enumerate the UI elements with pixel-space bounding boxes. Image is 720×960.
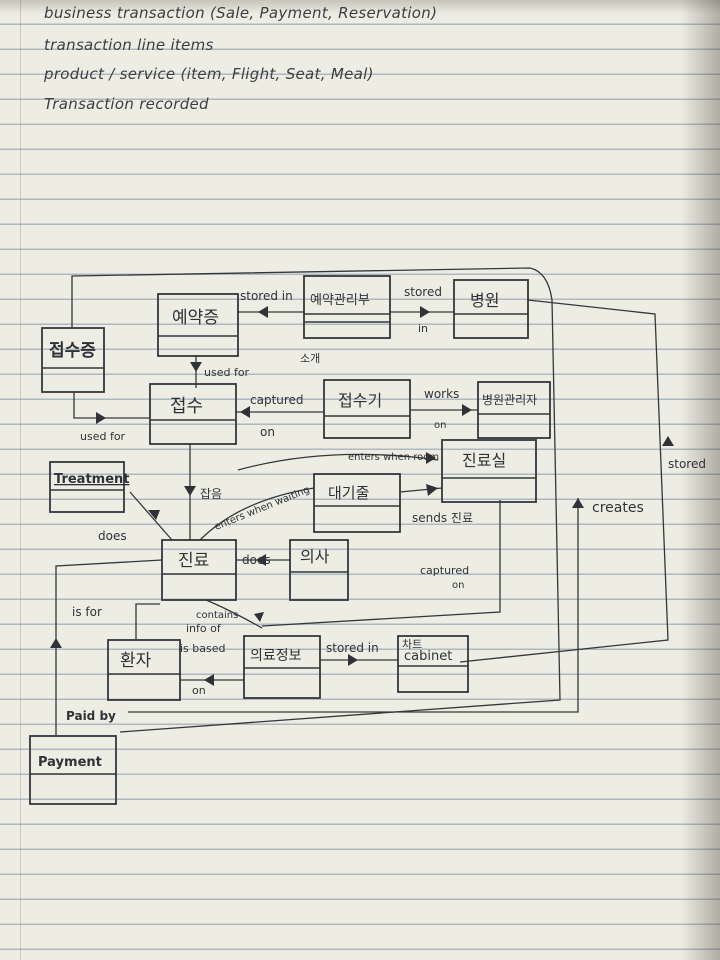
- captured-on-line-2: [261, 500, 501, 627]
- arrowhead: [50, 638, 62, 648]
- enters-when-waiting-line: [199, 487, 315, 541]
- assoc-label-japeum: 잡음: [200, 487, 222, 501]
- class-box-payment: [29, 735, 117, 805]
- class-name-jeopsugi: 접수기: [338, 391, 382, 410]
- class-name-jeopsujeung: 접수증: [49, 341, 96, 361]
- class-name-payment: Payment: [38, 755, 102, 770]
- assoc-label-is-based: is based: [180, 642, 226, 655]
- arrowhead: [258, 306, 268, 318]
- class-name-yeyak-gwallibu: 예약관리부: [310, 293, 370, 308]
- assoc-label-enters-when-waiting: enters when waiting: [213, 484, 311, 532]
- arrowhead: [426, 452, 436, 464]
- assoc-label-captured-1b: on: [260, 425, 275, 439]
- margin-line: [20, 0, 21, 960]
- assoc-label-used-for-1: used for: [204, 366, 250, 379]
- class-box-uiryo-jeongbo: [243, 635, 321, 699]
- arrowhead: [420, 306, 430, 318]
- assoc-label-is-based-b: on: [192, 684, 206, 697]
- class-name-jeopsu: 접수: [170, 396, 203, 417]
- class-box-yeyakjeung: [157, 293, 239, 357]
- class-box-jeopsujeung: [41, 327, 105, 393]
- assoc-label-stored-2b: in: [418, 322, 428, 335]
- arrowhead: [348, 654, 358, 666]
- arrowhead: [572, 498, 584, 508]
- class-box-daegijul: [313, 473, 401, 533]
- class-box-byeongwon-gwallija: [477, 381, 551, 439]
- class-name-byeongwon-gwallija: 병원관리자: [482, 393, 537, 407]
- paid-by-line: [55, 559, 163, 736]
- assoc-label-does-2: does: [242, 553, 271, 567]
- class-box-jeopsugi: [323, 379, 411, 439]
- page-shadow-right: [680, 0, 720, 960]
- assoc-label-stored-2: stored: [404, 285, 442, 299]
- arrowhead: [462, 404, 472, 416]
- note-line-3: product / service (item, Flight, Seat, M…: [44, 65, 374, 83]
- class-name-jinryosil: 진료실: [462, 451, 506, 470]
- assoc-label-works-b: on: [434, 420, 446, 431]
- class-name-chart-cabinet: cabinet: [404, 649, 452, 664]
- creates-connector: [128, 498, 579, 713]
- assoc-label-paid-by: Paid by: [66, 709, 116, 723]
- assoc-label-contains-b: info of: [186, 622, 222, 635]
- class-box-hwanja: [107, 639, 181, 701]
- assoc-label-is-for: is for: [72, 605, 102, 619]
- note-line-2: transaction line items: [44, 36, 214, 54]
- assoc-label-sogae: 소개: [300, 352, 320, 365]
- class-name-uisa: 의사: [300, 547, 330, 566]
- assoc-label-captured-1: captured: [250, 393, 304, 407]
- assoc-label-stored-in-1: stored in: [240, 289, 293, 303]
- arrowhead: [256, 554, 266, 566]
- arrowhead: [240, 406, 250, 418]
- class-box-treatment: [49, 461, 125, 513]
- class-name-hwanja: 환자: [120, 651, 152, 671]
- arrowhead: [96, 412, 106, 424]
- class-name-chart-top: 차트: [402, 638, 422, 651]
- class-box-byeongwon: [453, 279, 529, 339]
- arrowhead: [662, 436, 674, 446]
- class-name-treatment: Treatment: [54, 472, 130, 487]
- arrowhead: [204, 674, 214, 686]
- note-line-4: Transaction recorded: [44, 95, 209, 113]
- assoc-label-works: works: [424, 387, 459, 401]
- stored-right-connector: [459, 299, 669, 663]
- page-shadow-top: [0, 0, 720, 14]
- class-box-jinryosil: [441, 439, 537, 503]
- class-name-byeongwon: 병원: [470, 291, 499, 310]
- assoc-label-stored-right: stored: [668, 457, 706, 471]
- is-for-line: [135, 603, 160, 640]
- class-box-yeyak-gwallibu: [303, 275, 391, 339]
- class-name-uiryo-jeongbo: 의료정보: [250, 648, 302, 664]
- assoc-label-creates: creates: [592, 500, 644, 516]
- class-name-jinryo: 진료: [178, 551, 209, 571]
- assoc-label-used-for-2: used for: [80, 430, 126, 443]
- outer-loop-top: [71, 267, 561, 733]
- assoc-label-sends: sends 진료: [412, 511, 473, 525]
- class-box-jinryo: [161, 539, 237, 601]
- assoc-label-does-1: does: [98, 529, 127, 543]
- assoc-label-captured-2b: on: [452, 580, 464, 591]
- class-name-daegijul: 대기줄: [328, 484, 369, 502]
- class-box-jeopsu: [149, 383, 237, 445]
- assoc-label-captured-2: captured: [420, 564, 469, 577]
- used-for-line-2: [73, 392, 150, 419]
- class-name-yeyakjeung: 예약증: [172, 308, 219, 328]
- arrowhead: [184, 486, 196, 496]
- arrowhead: [254, 612, 264, 622]
- does-line-1: [129, 491, 173, 541]
- assoc-label-enters-when-room: enters when room: [348, 452, 439, 463]
- class-box-chart-cabinet: [397, 635, 469, 693]
- assoc-label-contains: contains: [196, 610, 238, 621]
- class-box-uisa: [289, 539, 349, 601]
- arrowhead: [190, 362, 202, 372]
- arrowhead: [148, 510, 160, 520]
- assoc-label-stored-in-3: stored in: [326, 641, 379, 655]
- note-line-1: business transaction (Sale, Payment, Res…: [44, 4, 438, 22]
- contains-info-line: [205, 599, 263, 629]
- enters-when-room-line: [237, 453, 439, 471]
- arrowhead: [426, 484, 438, 496]
